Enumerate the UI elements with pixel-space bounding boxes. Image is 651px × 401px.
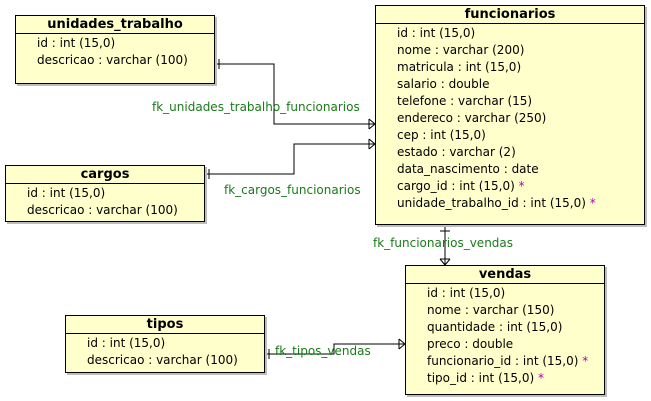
entity-tipos[interactable]: tipos id : int (15,0) descricao : varcha… bbox=[65, 315, 265, 373]
field-row: id : int (15,0) bbox=[27, 186, 106, 200]
field-row-fk: tipo_id : int (15,0) * bbox=[427, 370, 604, 387]
field-row: preco : double bbox=[427, 337, 514, 351]
field-text: tipo_id : int (15,0) bbox=[427, 371, 535, 385]
field-row-fk: funcionario_id : int (15,0) * bbox=[427, 353, 604, 370]
entity-vendas[interactable]: vendas id : int (15,0) nome : varchar (1… bbox=[405, 265, 605, 395]
field-row: descricao : varchar (100) bbox=[37, 53, 188, 67]
entity-title: funcionarios bbox=[376, 6, 644, 24]
label-fk-tipos: fk_tipos_vendas bbox=[275, 344, 371, 358]
entity-funcionarios[interactable]: funcionarios id : int (15,0) nome : varc… bbox=[375, 5, 645, 225]
fk-marker: * bbox=[538, 371, 544, 385]
field-row: id : int (15,0) bbox=[397, 26, 476, 40]
entity-unidades-trabalho[interactable]: unidades_trabalho id : int (15,0) descri… bbox=[15, 15, 215, 84]
field-text: funcionario_id : int (15,0) bbox=[427, 354, 579, 368]
field-row: id : int (15,0) bbox=[87, 336, 166, 350]
field-text: cargo_id : int (15,0) bbox=[397, 179, 515, 193]
field-row-fk: unidade_trabalho_id : int (15,0) * bbox=[397, 195, 644, 212]
label-fk-unidades: fk_unidades_trabalho_funcionarios bbox=[152, 100, 360, 114]
entity-title: cargos bbox=[6, 166, 204, 184]
field-row: estado : varchar (2) bbox=[397, 145, 516, 159]
field-text: unidade_trabalho_id : int (15,0) bbox=[397, 196, 586, 210]
line-fk-unidades bbox=[214, 63, 375, 125]
label-fk-funcionarios-vendas: fk_funcionarios_vendas bbox=[373, 236, 514, 250]
field-row: cep : int (15,0) bbox=[397, 128, 486, 142]
line-fk-cargos bbox=[204, 143, 375, 175]
entity-title: vendas bbox=[406, 266, 604, 284]
field-row: matricula : int (15,0) bbox=[397, 60, 522, 74]
field-row-fk: cargo_id : int (15,0) * bbox=[397, 178, 644, 195]
field-row: nome : varchar (150) bbox=[427, 303, 555, 317]
field-row: endereco : varchar (250) bbox=[397, 111, 547, 125]
entity-title: unidades_trabalho bbox=[16, 16, 214, 34]
field-row: nome : varchar (200) bbox=[397, 43, 525, 57]
field-row: id : int (15,0) bbox=[427, 286, 506, 300]
fk-marker: * bbox=[589, 196, 596, 210]
field-row: data_nascimento : date bbox=[397, 162, 539, 176]
fk-marker: * bbox=[582, 354, 589, 368]
entity-title: tipos bbox=[66, 316, 264, 334]
field-row: quantidade : int (15,0) bbox=[427, 320, 563, 334]
field-row: id : int (15,0) bbox=[37, 36, 116, 50]
fk-marker: * bbox=[518, 179, 525, 193]
line-fk-tipos bbox=[264, 343, 405, 355]
entity-cargos[interactable]: cargos id : int (15,0) descricao : varch… bbox=[5, 165, 205, 222]
label-fk-cargos: fk_cargos_funcionarios bbox=[224, 183, 361, 197]
field-row: telefone : varchar (15) bbox=[397, 94, 533, 108]
field-row: descricao : varchar (100) bbox=[27, 203, 178, 217]
field-row: descricao : varchar (100) bbox=[87, 353, 238, 367]
field-row: salario : double bbox=[397, 77, 490, 91]
